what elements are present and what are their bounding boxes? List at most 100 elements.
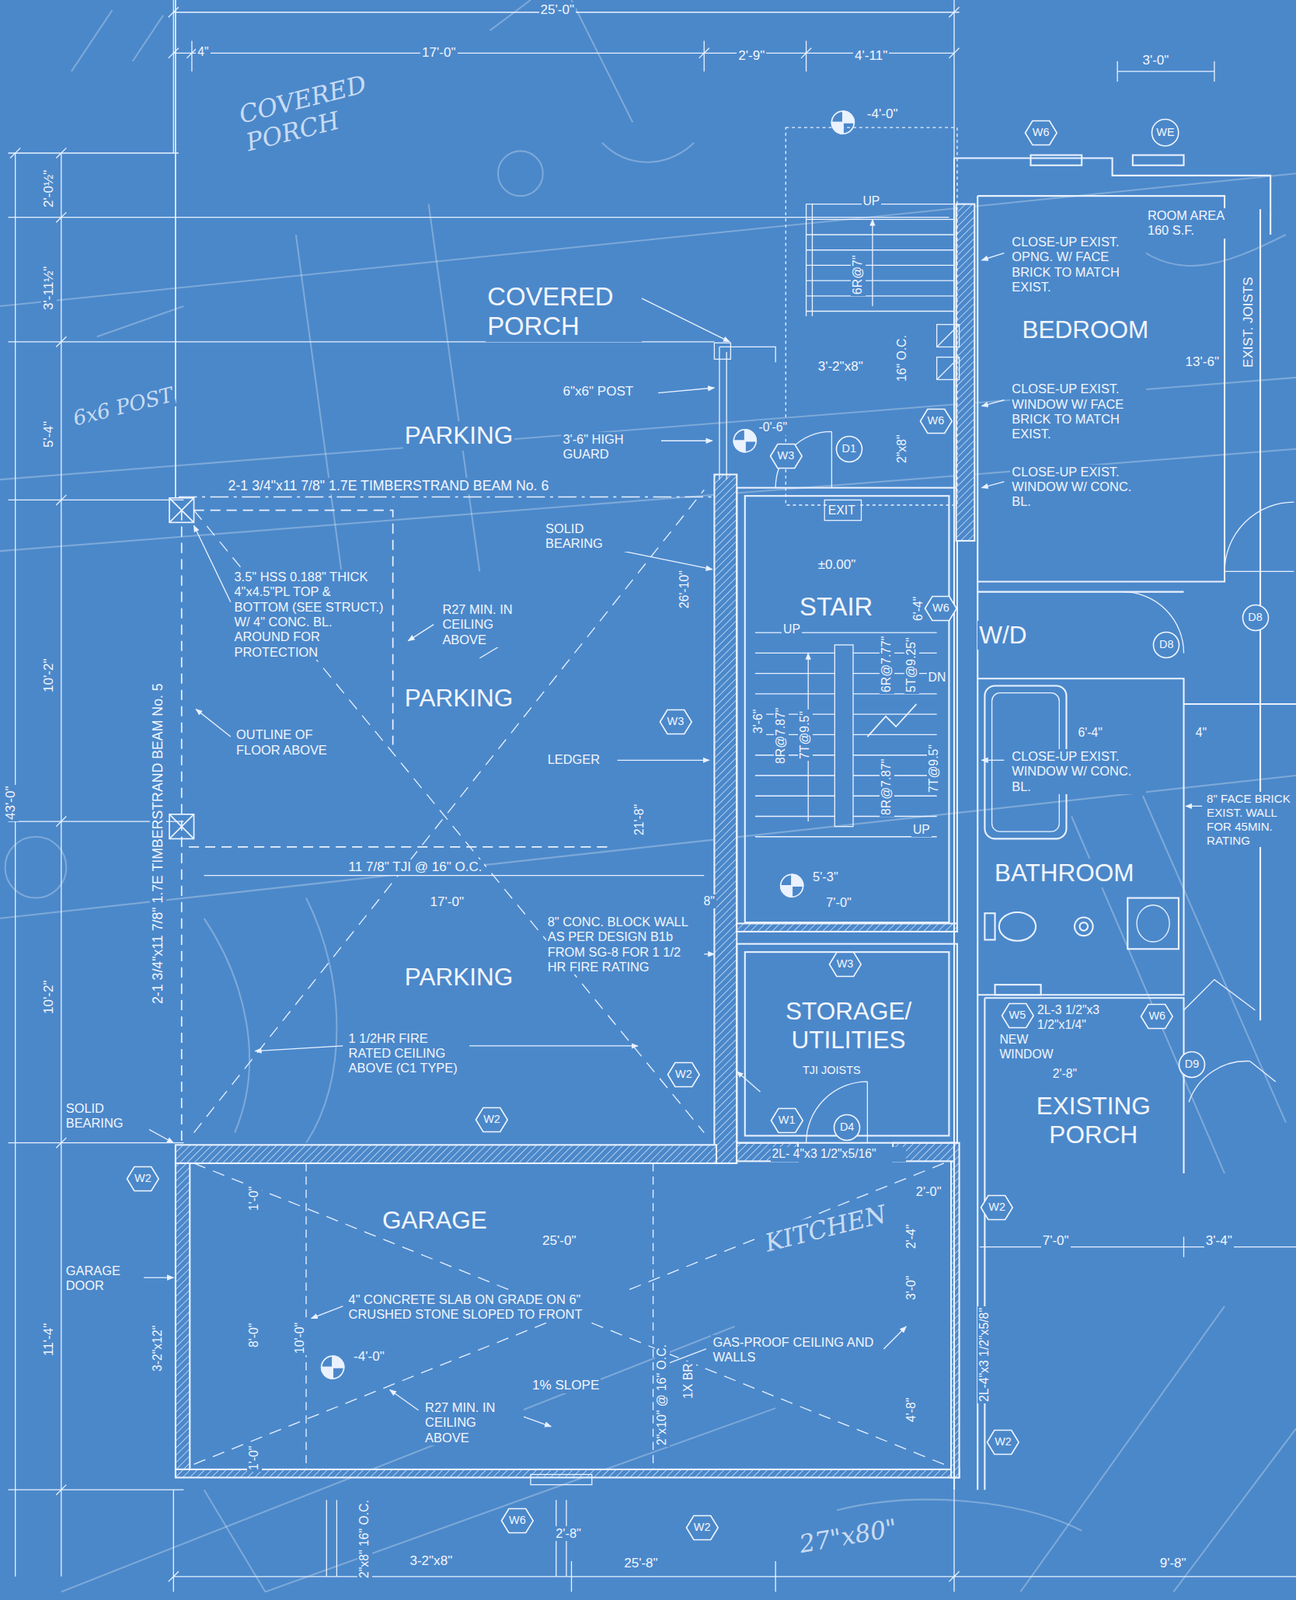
window-tag: W2 — [979, 1194, 1014, 1221]
drawing-note: 7'-0" — [824, 895, 854, 910]
dimension-text: 10'-0" — [292, 1320, 308, 1356]
tag-text: W6 — [1032, 126, 1050, 140]
drawing-note: 8" FACE BRICK EXIST. WALL FOR 45MIN. RAT… — [1205, 791, 1293, 847]
drawing-note: 25'-0" — [539, 2, 576, 18]
window-tag: W6 — [923, 595, 959, 622]
dimension-text: EXIST. JOISTS — [1240, 275, 1257, 370]
tag-text: D1 — [841, 442, 856, 456]
drawing-note: DN — [926, 670, 948, 686]
dimension-text: 2"x8" — [895, 432, 910, 465]
window-tag: W5 — [1000, 1002, 1035, 1029]
drawing-note: 3'-2"x8" — [816, 358, 865, 375]
drawing-note: 3-2"x8" — [407, 1553, 454, 1569]
tag-text: W1 — [778, 1114, 796, 1127]
window-tag: W2 — [666, 1061, 701, 1088]
drawing-note: PARKING — [403, 962, 516, 992]
dimension-text: 21'-8" — [632, 802, 648, 837]
tag-text: W2 — [994, 1435, 1012, 1449]
window-tag: W3 — [828, 951, 863, 978]
room-area: W5W6EXISTING PORCH — [984, 998, 1184, 1175]
drawing-note: 2L-3 1/2"x3 1/2"x1/4" — [1035, 1003, 1141, 1032]
drawing-note: CLOSE-UP EXIST. OPNG. W/ FACE BRICK TO M… — [1010, 234, 1147, 296]
drawing-note: GAS-PROOF CEILING AND WALLS — [710, 1334, 883, 1366]
tag-outline — [1242, 604, 1269, 631]
dimension-text: 8R@7.87" — [773, 706, 789, 766]
dimension-text: 2"x8" 16" O.C. — [357, 1498, 373, 1580]
door-tag: D8 — [1152, 630, 1181, 659]
tag-text: W6 — [927, 414, 945, 428]
dimension-text: 26'-10" — [677, 569, 693, 611]
drawing-note: ±0.00" — [816, 557, 858, 573]
tag-text: W3 — [777, 449, 795, 463]
dimension-text: 1X BR — [681, 1361, 697, 1401]
drawing-note: 17'-0" — [420, 45, 457, 61]
dimension-text: 16" O.C. — [895, 333, 910, 384]
tag-text: WE — [1156, 126, 1175, 140]
drawing-note: 1 1/2HR FIRE RATED CEILING ABOVE (C1 TYP… — [347, 1031, 468, 1077]
drawing-note: 13'-6" — [1184, 354, 1221, 370]
tag-text: D8 — [1247, 611, 1262, 624]
dimension-text: 1'-0" — [247, 1444, 262, 1472]
dimension-lines — [8, 0, 1296, 1592]
drawing-note: R27 MIN. IN CEILING ABOVE — [423, 1400, 524, 1446]
tag-outline — [829, 952, 861, 977]
dimension-text: 1'-0" — [247, 1184, 262, 1213]
parking-area — [169, 0, 715, 1143]
tag-text: W5 — [1009, 1009, 1027, 1022]
dimension-text: 5T@9.25" — [904, 635, 920, 694]
dimension-text: 5'-4" — [41, 419, 57, 450]
drawing-note: NEW WINDOW — [998, 1032, 1058, 1062]
drawing-note: 8" CONC. BLOCK WALL AS PER DESIGN B1b FR… — [546, 914, 703, 976]
drawing-note: 7'-0" — [1041, 1233, 1071, 1249]
dimension-text: 4'-8" — [904, 1396, 920, 1424]
dimension-text: 3'-6" — [751, 707, 767, 735]
drawing-note: 2'-0" — [914, 1184, 944, 1199]
walls — [175, 155, 1296, 1491]
tag-outline — [1153, 632, 1180, 659]
drawing-note: 25'-0" — [540, 1233, 578, 1249]
tag-outline — [1001, 1003, 1034, 1028]
dimension-text: 2-1 3/4"x11 7/8" 1.7E TIMBERSTRAND BEAM … — [149, 681, 167, 1006]
tag-outline — [1024, 120, 1057, 145]
tag-text: W3 — [667, 715, 685, 729]
drawing-note: 3'-6" HIGH GUARD — [560, 432, 662, 463]
tag-outline — [836, 435, 862, 462]
room-name: EXISTING PORCH — [1015, 1091, 1172, 1150]
tag-text: W2 — [988, 1201, 1006, 1214]
drawing-note: W/D — [977, 620, 1028, 650]
drawing-note: OUTLINE OF FLOOR ABOVE — [234, 727, 356, 758]
dimension-text: 3-2"x12" — [150, 1323, 166, 1373]
dimension-text: 3'-11½" — [41, 264, 57, 311]
dimension-text: 6'-4" — [911, 595, 927, 623]
tag-outline — [501, 1508, 534, 1533]
tag-text: D4 — [839, 1121, 854, 1134]
drawing-note: 4'-11" — [853, 48, 889, 64]
room-name: STORAGE/ UTILITIES — [770, 996, 927, 1055]
dimension-text: 11'-4" — [41, 1321, 57, 1358]
drawing-note: 3.5" HSS 0.188" THICK 4"x4.5"PL TOP & BO… — [233, 569, 390, 660]
drawing-note: UP — [861, 194, 882, 210]
door-tag: D1 — [835, 435, 864, 464]
dimension-text: 2'-4" — [904, 1222, 920, 1251]
dimension-text: 2L-4"x3 1/2"x5/8" — [977, 1306, 993, 1404]
room-name: STAIR — [797, 592, 875, 623]
tag-outline — [1152, 119, 1179, 147]
dimension-text: 8'-0" — [247, 1321, 262, 1349]
room-area: GARAGE — [175, 1145, 960, 1478]
drawing-note: 2'-9" — [736, 48, 767, 64]
dimension-text: 10'-2" — [41, 978, 57, 1015]
window-tag: W6 — [500, 1507, 535, 1534]
drawing-note: 4" — [1194, 725, 1209, 741]
elevation-markers — [321, 111, 855, 1379]
drawing-note: 5'-3" — [811, 869, 840, 885]
room-name: GARAGE — [380, 1205, 489, 1235]
tag-outline — [834, 1114, 861, 1141]
drawing-note: COVERED PORCH — [485, 282, 642, 342]
tag-text: W6 — [508, 1514, 527, 1527]
room-name: TJI JOISTS — [801, 1063, 863, 1077]
door-tag: D8 — [1241, 603, 1270, 632]
tag-outline — [919, 409, 952, 434]
drawing-note: 2L- 4"x3 1/2"x5/16" — [770, 1146, 907, 1162]
